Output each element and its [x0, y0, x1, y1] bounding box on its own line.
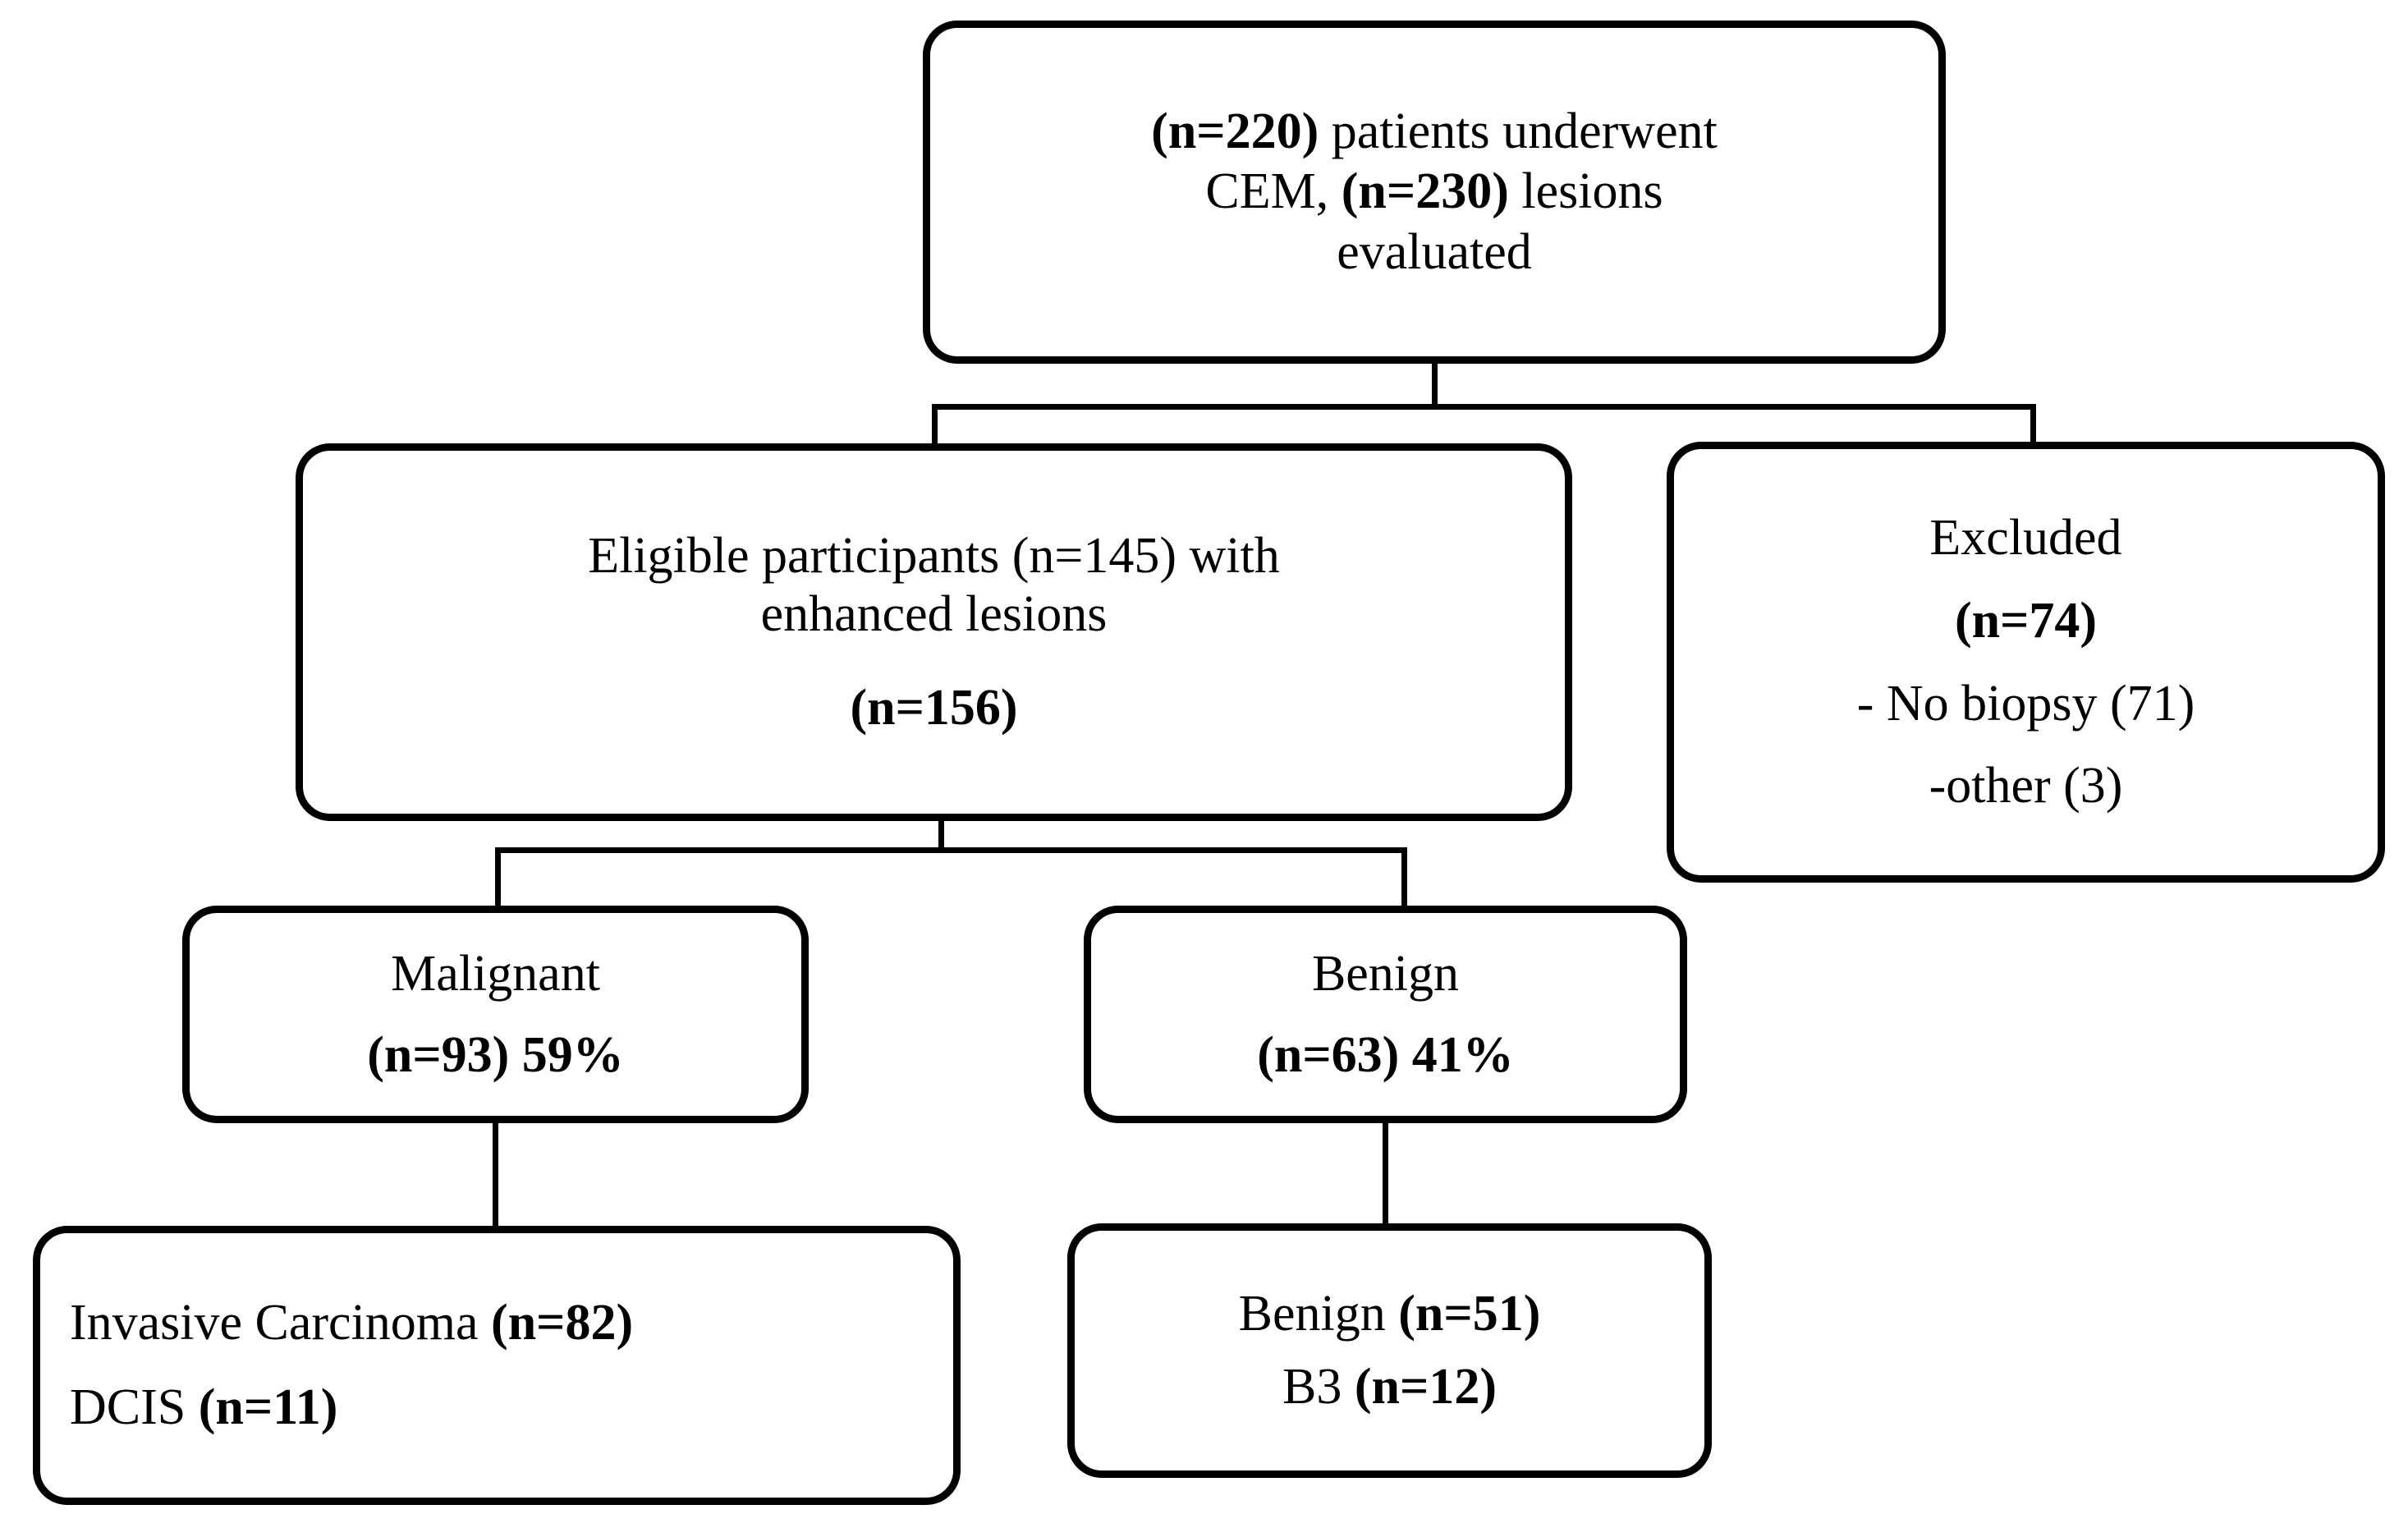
emphasis-count: (n=51): [1398, 1286, 1541, 1342]
node-text-line: -other (3): [1674, 757, 2378, 815]
emphasis-count: (n=220): [1151, 103, 1319, 160]
node-text-line: (n=220) patients underwent: [930, 102, 1938, 162]
connector-to-eligible: [932, 404, 938, 445]
node-text-line: Invasive Carcinoma (n=82): [70, 1294, 953, 1352]
connector-malignant-to-detail: [493, 1123, 498, 1228]
text-span: Invasive Carcinoma: [70, 1295, 492, 1351]
text-span: enhanced lesions: [760, 585, 1108, 642]
node-text-line: (n=156): [303, 679, 1565, 737]
node-text-line: DCIS (n=11): [70, 1379, 953, 1437]
text-span: evaluated: [1337, 223, 1532, 280]
node-benign: Benign (n=63) 41%: [1084, 906, 1687, 1123]
connector-eligible-split-bar: [495, 847, 1407, 853]
node-text-line: enhanced lesions: [303, 585, 1565, 644]
connector-to-excluded: [2030, 404, 2036, 443]
text-span: Malignant: [391, 945, 600, 1002]
text-span: Eligible participants (n=145) with: [588, 527, 1280, 584]
emphasis-count: (n=74): [1954, 592, 2098, 649]
node-text-line: Benign: [1091, 945, 1680, 1003]
connector-enrolled-stem: [1432, 364, 1438, 409]
emphasis-count: (n=63) 41%: [1257, 1026, 1514, 1083]
node-excluded: Excluded (n=74) - No biopsy (71) -other (3): [1667, 442, 2385, 883]
text-span: Benign: [1311, 945, 1460, 1002]
node-text-line: Excluded: [1674, 509, 2378, 567]
text-span: B3: [1282, 1359, 1355, 1415]
node-text-line: (n=74): [1674, 592, 2378, 650]
text-span: patients underwent: [1319, 103, 1718, 160]
text-span: DCIS: [70, 1379, 199, 1435]
emphasis-count: (n=82): [491, 1295, 634, 1351]
text-span: - No biopsy (71): [1856, 675, 2195, 732]
emphasis-count: (n=230): [1341, 163, 1509, 220]
emphasis-count: (n=11): [198, 1379, 338, 1435]
node-benign-detail: Benign (n=51) B3 (n=12): [1067, 1223, 1712, 1478]
text-span: lesions: [1508, 163, 1663, 220]
text-span: CEM,: [1205, 163, 1342, 220]
connector-benign-to-detail: [1383, 1123, 1388, 1225]
text-span: Benign: [1238, 1286, 1399, 1342]
emphasis-count: (n=93) 59%: [367, 1026, 624, 1083]
node-text-line: - No biopsy (71): [1674, 675, 2378, 733]
node-text-line: Malignant: [190, 945, 801, 1003]
node-malignant: Malignant (n=93) 59%: [182, 906, 809, 1123]
text-span: -other (3): [1929, 758, 2123, 814]
node-text-line: (n=63) 41%: [1091, 1026, 1680, 1085]
node-text-line: Benign (n=51): [1075, 1285, 1704, 1343]
node-text-line: evaluated: [930, 223, 1938, 282]
connector-to-benign: [1401, 847, 1407, 907]
connector-to-malignant: [495, 847, 501, 907]
node-text-line: Eligible participants (n=145) with: [303, 527, 1565, 585]
connector-eligible-stem: [938, 821, 944, 852]
node-text-line: (n=93) 59%: [190, 1026, 801, 1085]
node-malignant-detail: Invasive Carcinoma (n=82) DCIS (n=11): [33, 1226, 961, 1505]
node-text-line: B3 (n=12): [1075, 1358, 1704, 1416]
node-text-line: CEM, (n=230) lesions: [930, 162, 1938, 222]
emphasis-count: (n=156): [850, 680, 1018, 736]
connector-enrolled-split-bar: [932, 404, 2036, 410]
emphasis-count: (n=12): [1354, 1359, 1497, 1415]
text-span: Excluded: [1929, 510, 2122, 567]
